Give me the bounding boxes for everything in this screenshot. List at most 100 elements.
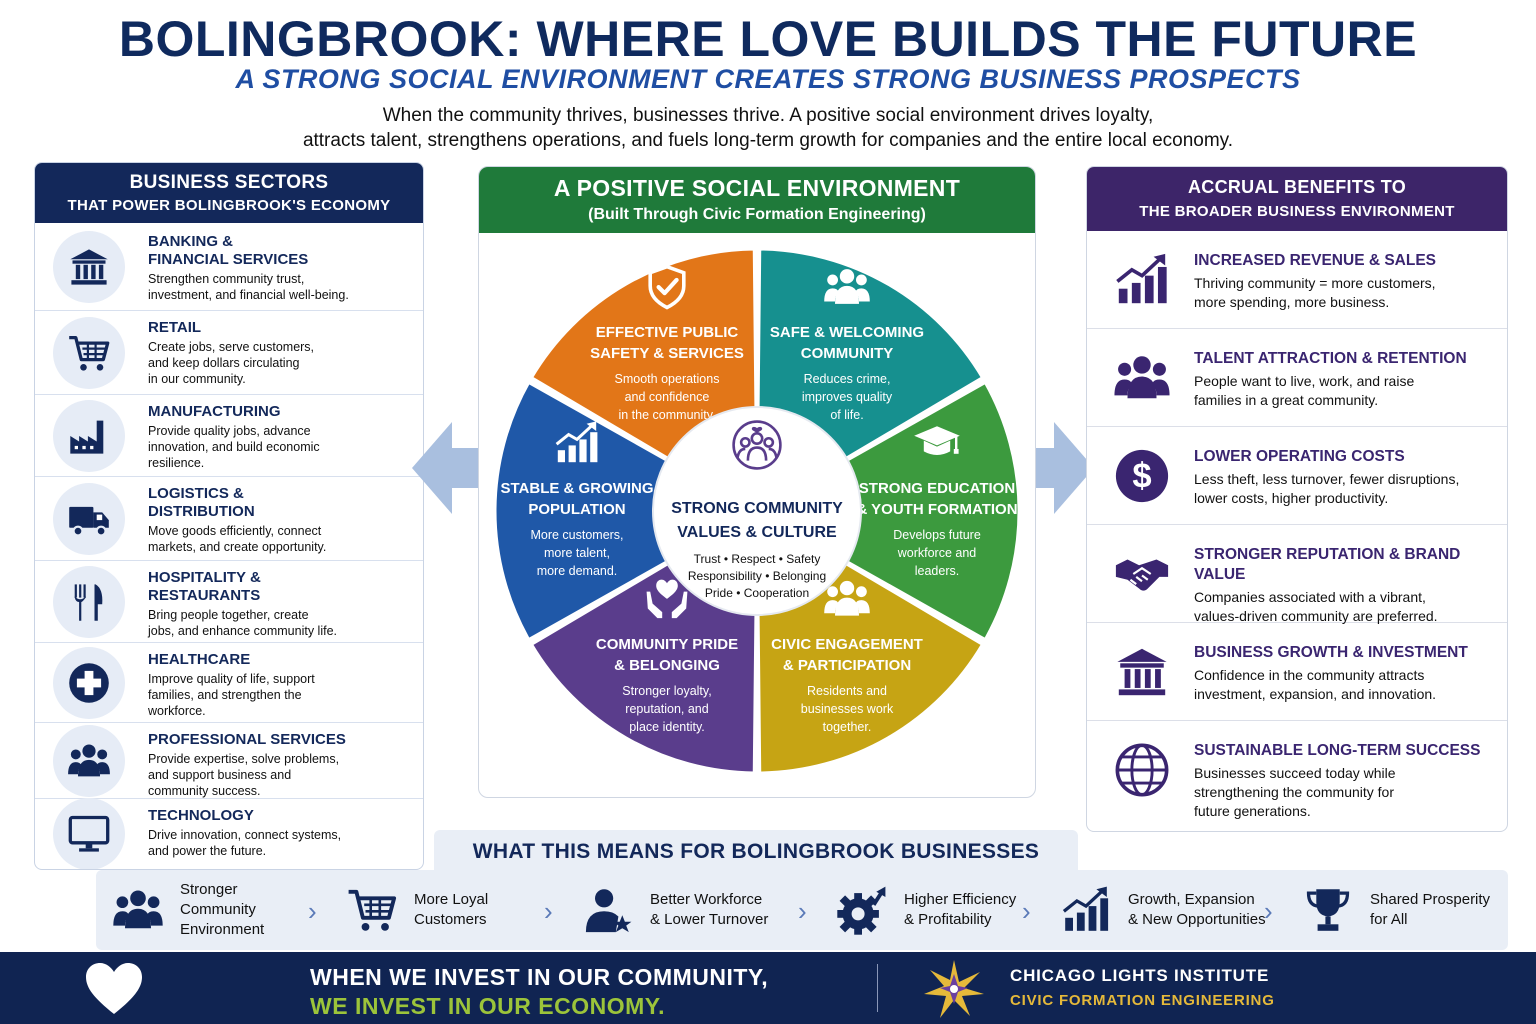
shopping-cart-icon — [348, 889, 397, 931]
sector-icon-circle — [53, 400, 125, 472]
benefit-name: SUSTAINABLE LONG-TERM SUCCESS — [1194, 742, 1481, 759]
sector-icon-circle — [53, 317, 125, 389]
wheel-segment-desc: together. — [823, 720, 872, 734]
benefit-name: STRONGER REPUTATION & BRAND VALUE — [1194, 546, 1461, 583]
heart-hands-icon — [646, 579, 688, 619]
wheel-segment-desc: Develops future — [893, 528, 981, 542]
wheel-segment-desc: in the community. — [618, 408, 715, 422]
sector-name: RETAIL — [148, 319, 202, 336]
sectors-subheading: THAT POWER BOLINGBROOK'S ECONOMY — [67, 197, 391, 214]
benefits-subheading: THE BROADER BUSINESS ENVIRONMENT — [1139, 203, 1455, 220]
wheel-segment-desc: Stronger loyalty, — [622, 684, 711, 698]
means-heading: WHAT THIS MEANS FOR BOLINGBROOK BUSINESS… — [472, 840, 1040, 863]
left-arrow-icon — [412, 422, 482, 514]
benefit-icon-wrap: $ — [1109, 443, 1175, 509]
shield-check-icon — [648, 264, 686, 310]
means-item: Higher Efficiency& Profitability — [834, 870, 1016, 950]
dollar-icon: $ — [1115, 449, 1169, 503]
wheel-segment-desc: reputation, and — [625, 702, 708, 716]
wheel-segment-title: STABLE & GROWING — [500, 480, 653, 497]
wheel-segment-desc: of life. — [830, 408, 863, 422]
center-title: STRONG COMMUNITY — [671, 500, 843, 517]
environment-panel: A POSITIVE SOCIAL ENVIRONMENT (Built Thr… — [478, 166, 1036, 798]
wheel-segment-title: & YOUTH FORMATION — [856, 501, 1017, 518]
globe-icon — [1115, 743, 1169, 797]
benefit-icon-wrap — [1109, 639, 1175, 705]
sector-description: Provide expertise, solve problems,and su… — [148, 752, 340, 798]
means-item: Growth, Expansion& New Opportunities — [1058, 870, 1266, 950]
benefit-description: Companies associated with a vibrant,valu… — [1194, 589, 1438, 624]
benefit-name: BUSINESS GROWTH & INVESTMENT — [1194, 644, 1468, 661]
wheel-segment-label: CIVIC ENGAGEMENT& PARTICIPATIONResidents… — [771, 580, 923, 734]
monitor-icon — [68, 815, 110, 852]
benefits-panel: ACCRUAL BENEFITS TO THE BROADER BUSINESS… — [1086, 166, 1508, 832]
sector-icon-circle — [53, 566, 125, 638]
wheel-segment-title: SAFE & WELCOMING — [770, 324, 924, 341]
chevron-right-icon: › — [1022, 896, 1031, 926]
wheel-segment-desc: workforce and — [897, 546, 977, 560]
intro-line-1: When the community thrives, businesses t… — [382, 105, 1154, 126]
wheel-segment — [753, 380, 1021, 642]
chevron-right-icon: › — [798, 896, 807, 926]
benefit-name: LOWER OPERATING COSTS — [1194, 448, 1405, 465]
sector-name: LOGISTICS &DISTRIBUTION — [148, 485, 255, 520]
community-heart-icon — [732, 420, 782, 470]
truck-icon — [69, 506, 109, 537]
means-label: Higher Efficiency& Profitability — [904, 891, 1017, 928]
wheel-segment-desc: Reduces crime, — [804, 372, 891, 386]
benefit-icon-wrap — [1109, 247, 1175, 313]
wheel-segment-title: COMMUNITY — [801, 345, 894, 362]
means-icon-wrap — [1058, 882, 1114, 938]
means-label: Better Workforce& Lower Turnover — [650, 891, 769, 928]
footer-line-1: WHEN WE INVEST IN OUR COMMUNITY, — [310, 964, 769, 990]
sector-name: BANKING &FINANCIAL SERVICES — [148, 233, 309, 268]
worker-star-icon — [585, 889, 632, 933]
wheel-segment-title: & PARTICIPATION — [783, 657, 911, 674]
environment-heading: A POSITIVE SOCIAL ENVIRONMENT — [553, 175, 961, 201]
wheel-segment-desc: and confidence — [625, 390, 710, 404]
sector-description: Drive innovation, connect systems,and po… — [148, 828, 342, 858]
intro-line-2: attracts talent, strengthens operations,… — [302, 130, 1234, 151]
means-title-box: WHAT THIS MEANS FOR BOLINGBROOK BUSINESS… — [434, 830, 1078, 874]
wheel-segment-title: EFFECTIVE PUBLIC — [596, 324, 739, 341]
benefit-icon-wrap — [1109, 541, 1175, 607]
trophy-icon — [1306, 889, 1350, 931]
center-values: Pride • Cooperation — [705, 586, 809, 600]
page-title: BOLINGBROOK: WHERE LOVE BUILDS THE FUTUR… — [118, 11, 1418, 67]
benefit-description: Less theft, less turnover, fewer disrupt… — [1194, 471, 1460, 506]
factory-icon — [70, 420, 104, 454]
wheel-segment-desc: more demand. — [537, 564, 618, 578]
right-arrow-icon — [1022, 422, 1094, 514]
heart-icon — [86, 963, 142, 1014]
benefit-description: Thriving community = more customers,more… — [1194, 275, 1436, 310]
footer-line-2: WE INVEST IN OUR ECONOMY. — [310, 993, 665, 1019]
benefit-row: BUSINESS GROWTH & INVESTMENT Confidence i… — [1087, 623, 1507, 721]
gear-arrow-icon — [837, 886, 886, 935]
chevron-right-icon: › — [1264, 896, 1273, 926]
footer-org-name: CHICAGO LIGHTS INSTITUTE — [1010, 966, 1270, 985]
star-burst-logo-icon — [924, 960, 984, 1018]
sector-name: HOSPITALITY &RESTAURANTS — [148, 569, 261, 604]
means-label: Growth, Expansion& New Opportunities — [1128, 891, 1266, 928]
people-group-icon — [1114, 356, 1170, 399]
